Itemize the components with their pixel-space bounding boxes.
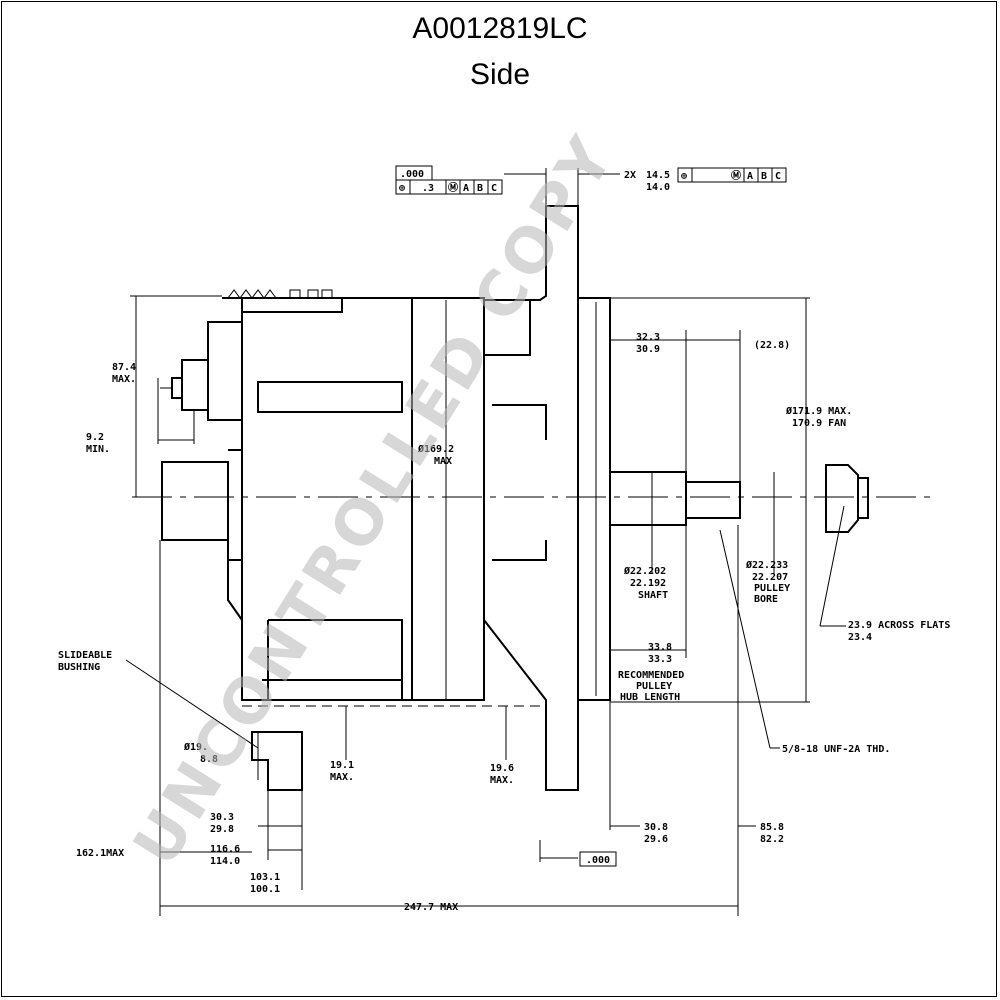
dim-30-9: 30.9 bbox=[636, 344, 660, 355]
dim-116-6: 116.6 bbox=[210, 844, 240, 855]
dim-19-6: 19.6 bbox=[490, 763, 514, 774]
fcf-left-datum-c: C bbox=[491, 183, 497, 194]
fcf-left-tol: .3 bbox=[422, 183, 434, 194]
fcf-right-top: 14.5 bbox=[646, 170, 670, 181]
label-pulley: PULLEY bbox=[636, 681, 672, 692]
dim-19-dia: Ø19. bbox=[183, 741, 208, 753]
fcf-bottom-text: .000 bbox=[586, 855, 610, 866]
dimension-labels: 87.4 MAX. 9.2 MIN. Ø169.2 MAX 32.3 30.9 … bbox=[58, 332, 950, 913]
fcf-bottom: .000 bbox=[579, 851, 617, 867]
dim-247-7: 247.7 MAX bbox=[404, 902, 458, 913]
fcf-left-datum-a: A bbox=[463, 183, 469, 194]
fcf-right: 2X 14.5 14.0 ⊕ Ⓜ A B C bbox=[624, 167, 787, 193]
dim-162-1: 162.1MAX bbox=[76, 848, 124, 859]
dim-9-2-unit: MIN. bbox=[86, 444, 110, 455]
label-recommended: RECOMMENDED bbox=[618, 670, 684, 681]
dim-shaft-2: 22.192 bbox=[630, 578, 666, 589]
dim-171-9: Ø171.9 MAX. bbox=[785, 405, 852, 417]
dim-19-1: 19.1 bbox=[330, 760, 354, 771]
fcf-left: .000 ⊕ .3 Ⓜ A B C bbox=[395, 165, 503, 195]
dim-shaft-label: SHAFT bbox=[638, 590, 668, 601]
dim-87-4: 87.4 bbox=[112, 362, 136, 373]
dim-114-0: 114.0 bbox=[210, 856, 240, 867]
svg-text:⊕: ⊕ bbox=[681, 171, 687, 182]
label-slideable: SLIDEABLE bbox=[58, 650, 112, 661]
label-thread: 5/8-18 UNF-2A THD. bbox=[782, 744, 890, 755]
label-bushing: BUSHING bbox=[58, 662, 100, 673]
fcf-right-bottom: 14.0 bbox=[646, 182, 670, 193]
uncontrolled-copy-watermark: UNCONTROLLED COPY bbox=[119, 122, 629, 878]
dim-across-flats-2: 23.4 bbox=[848, 632, 872, 643]
dim-bore-label-1: PULLEY bbox=[754, 583, 790, 594]
dim-30-8: 30.8 bbox=[644, 822, 668, 833]
dim-32-3: 32.3 bbox=[636, 332, 660, 343]
dim-9-2: 9.2 bbox=[86, 432, 104, 443]
svg-text:Ⓜ: Ⓜ bbox=[731, 169, 741, 182]
dim-82-2: 82.2 bbox=[760, 834, 784, 845]
dim-bore-2: 22.207 bbox=[752, 572, 788, 583]
dim-hub-1: 33.8 bbox=[648, 642, 672, 653]
dim-100-1: 100.1 bbox=[250, 884, 280, 895]
dim-bore-label-2: BORE bbox=[754, 594, 778, 605]
dim-103-1: 103.1 bbox=[250, 872, 280, 883]
drawing-title: A0012819LC bbox=[412, 12, 588, 45]
view-subtitle: Side bbox=[469, 58, 531, 91]
alternator-body bbox=[160, 205, 869, 791]
dim-22-8: (22.8) bbox=[754, 340, 790, 351]
dim-bore-1: Ø22.233 bbox=[745, 559, 788, 571]
fcf-left-top: .000 bbox=[400, 169, 424, 180]
dim-87-4-unit: MAX. bbox=[112, 374, 136, 385]
fcf-right-datum-b: B bbox=[761, 171, 767, 182]
dim-170-9: 170.9 FAN bbox=[792, 418, 846, 429]
dim-29-8: 29.8 bbox=[210, 824, 234, 835]
dim-85-8: 85.8 bbox=[760, 822, 784, 833]
dim-169-2-unit: MAX bbox=[434, 456, 452, 467]
dim-across-flats: 23.9 ACROSS FLATS bbox=[848, 620, 950, 631]
dim-29-6: 29.6 bbox=[644, 834, 668, 845]
label-hub-length: HUB LENGTH bbox=[620, 692, 680, 703]
dim-hub-2: 33.3 bbox=[648, 654, 672, 665]
fcf-right-datum-a: A bbox=[747, 171, 753, 182]
fcf-left-datum-b: B bbox=[477, 183, 483, 194]
dim-30-3: 30.3 bbox=[210, 812, 234, 823]
svg-text:⊕: ⊕ bbox=[399, 183, 405, 194]
fcf-right-datum-c: C bbox=[775, 171, 781, 182]
dimension-lines bbox=[125, 168, 846, 916]
dim-19-1-unit: MAX. bbox=[330, 772, 354, 783]
dim-19-6-unit: MAX. bbox=[490, 775, 514, 786]
svg-text:Ⓜ: Ⓜ bbox=[448, 181, 458, 194]
dim-19-dia-2: 8.8 bbox=[200, 754, 218, 765]
dim-shaft-1: Ø22.202 bbox=[623, 565, 666, 577]
fcf-right-prefix: 2X bbox=[624, 170, 636, 181]
dim-169-2: Ø169.2 bbox=[417, 443, 454, 455]
